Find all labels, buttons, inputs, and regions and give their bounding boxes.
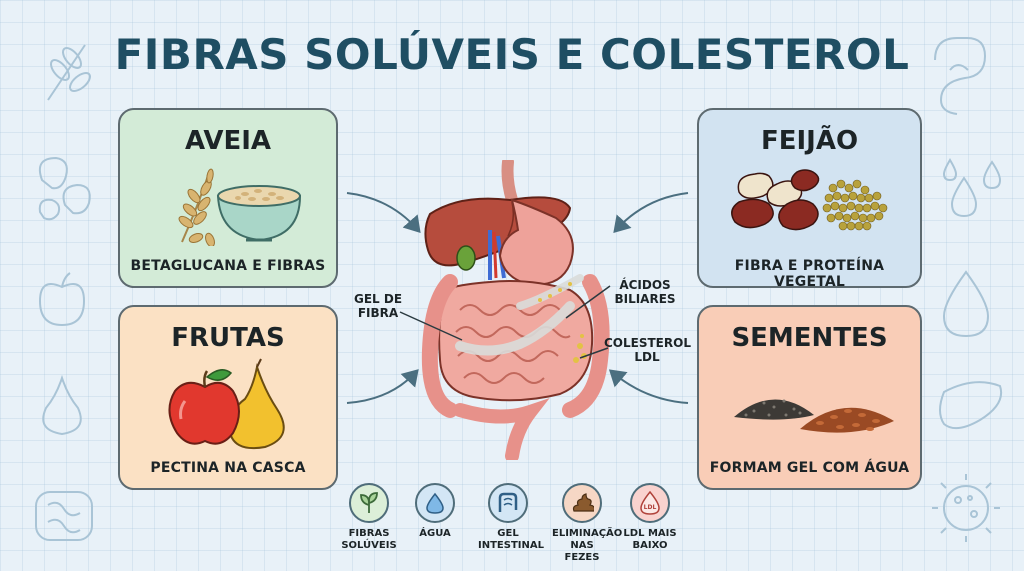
beans-outline-icon (38, 156, 91, 221)
card-feijao-caption: FIBRA E PROTEÍNA VEGETAL (734, 258, 885, 290)
legend-label: ÁGUA (419, 528, 451, 539)
legend-label: ELIMINAÇÃO (552, 528, 623, 539)
intestine-icon (488, 483, 528, 523)
wheat-outline-icon (47, 44, 91, 101)
card-aveia: AVEIA BETAGLUCANA E FIBRAS (118, 108, 338, 288)
card-aveia-caption: BETAGLUCANA E FIBRAS (130, 258, 326, 274)
oat-bowl-icon (178, 168, 302, 246)
legend-label: BAIXO (632, 540, 668, 551)
card-frutas-caption: PECTINA NA CASCA (150, 460, 306, 476)
water-drop-outline-icon (942, 270, 990, 338)
legend-label: INTESTINAL (478, 540, 544, 551)
label-acidos-line1: ÁCIDOS (619, 278, 671, 292)
card-feijao-title: FEIJÃO (760, 126, 859, 156)
label-colesterol-ldl: COLESTEROL LDL (604, 336, 691, 364)
card-sementes: SEMENTES FORMAM GEL COM ÁGUA (697, 305, 922, 490)
legend-label: NAS FEZES (564, 540, 600, 563)
apple-pear-icon (168, 358, 285, 449)
legend-label: FIBRAS (348, 528, 390, 539)
pear-outline-icon (42, 374, 82, 436)
card-frutas-title: FRUTAS (171, 323, 285, 353)
water-drops-outline-icon (942, 158, 1002, 218)
intestine-outline-icon (934, 37, 987, 115)
apple-outline-icon (38, 272, 86, 327)
legend-label: LDL MAIS (623, 528, 677, 539)
arrow-frutas (346, 369, 419, 404)
legend-label: SOLÚVEIS (341, 540, 397, 551)
page-title: FIBRAS SOLÚVEIS E COLESTEROL (114, 30, 910, 79)
card-sementes-caption: FORMAM GEL COM ÁGUA (709, 460, 910, 476)
water-drop-icon (415, 483, 455, 523)
label-colesterol-line1: COLESTEROL (604, 336, 691, 350)
arrow-aveia (346, 192, 421, 234)
leaf-icon (349, 483, 389, 523)
card-sementes-title: SEMENTES (731, 323, 888, 353)
particle-outline-icon (932, 474, 1000, 542)
label-acidos-biliares: ÁCIDOS BILIARES (610, 278, 680, 306)
card-frutas: FRUTAS PECTINA NA CASCA (118, 305, 338, 490)
label-colesterol-line2: LDL (634, 350, 660, 364)
card-feijao: FEIJÃO FIBRA E PROTEÍNA VEGETAL (697, 108, 922, 290)
legend-agua: ÁGUA (405, 483, 465, 540)
label-gel-line2: FIBRA (357, 306, 399, 320)
digestive-system-illustration (421, 160, 610, 460)
label-gel-line1: GEL DE (353, 292, 403, 306)
stool-icon (562, 483, 602, 523)
seeds-icon (734, 399, 894, 433)
arrow-sementes (608, 369, 689, 404)
label-acidos-line2: BILIARES (614, 292, 676, 306)
legend-label: GEL (497, 528, 519, 539)
card-aveia-title: AVEIA (184, 126, 272, 156)
beans-lentils-icon (731, 169, 888, 231)
label-gel-de-fibra: GEL DE FIBRA (352, 292, 404, 320)
intestine-outline-icon (35, 491, 93, 541)
liver-outline-icon (939, 381, 1002, 430)
ldl-drop-icon: LDL (630, 483, 670, 523)
svg-text:LDL: LDL (644, 504, 657, 511)
arrow-feijao (613, 192, 689, 233)
